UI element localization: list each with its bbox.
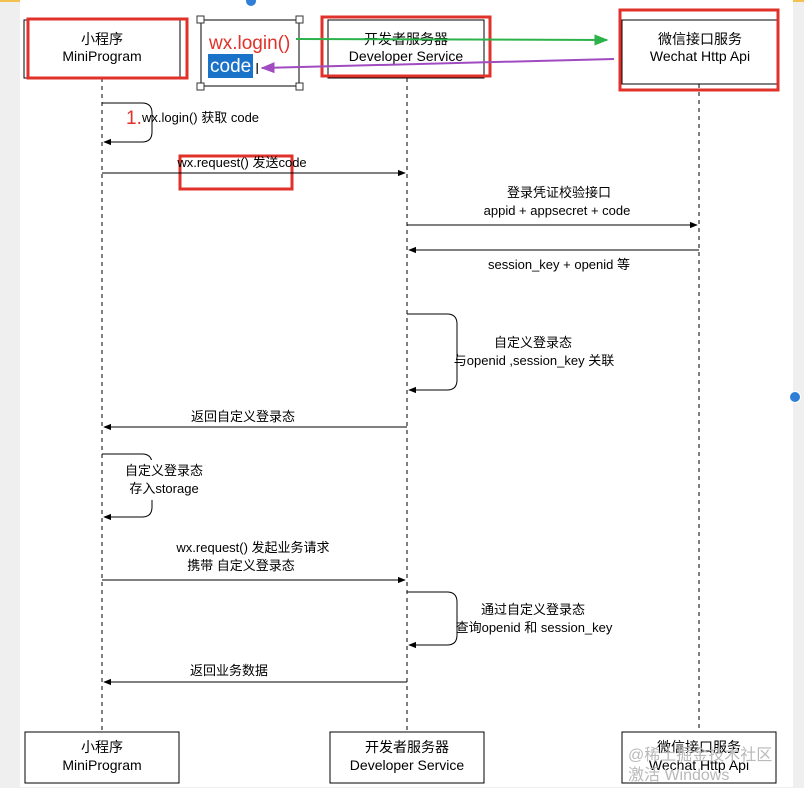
text-selection-highlight [208,54,253,78]
self-message-custom-session [407,313,458,394]
message-label: session_key + openid 等 [488,257,630,272]
participant-subtitle: MiniProgram [62,757,141,773]
activate-windows-text: 激活 Windows [628,767,730,784]
participant-subtitle: Developer Service [349,48,464,64]
message-label: 自定义登录态 [494,335,572,350]
participant-name: 小程序 [81,739,123,755]
callout-login-code[interactable]: wx.login() code I [196,15,304,91]
message-label: 登录凭证校验接口 [507,185,611,200]
selection-handle[interactable] [196,82,205,91]
watermark-overlay: @稀土掘金技术社区 激活 Windows [628,746,804,788]
participant-top-developer-service[interactable]: 开发者服务器 Developer Service [327,19,485,79]
participant-top-wechat-api[interactable]: 微信接口服务 Wechat Http Api [621,19,779,85]
message-label: 查询openid 和 session_key [456,620,613,635]
participant-name: 小程序 [81,31,123,47]
message-label: 通过自定义登录态 [481,602,585,617]
selection-handle[interactable] [295,15,304,24]
step-number: 1. [126,108,142,129]
message-label: 存入storage [129,481,198,496]
arrow-wechat-to-code [260,58,615,74]
label-background [118,460,212,500]
message-label: 与openid ,session_key 关联 [454,353,614,368]
callout-code-text: code [210,56,251,77]
text-cursor-icon: I [255,61,259,78]
message-label: appid + appsecret + code [484,203,631,218]
message-label: 自定义登录态 [125,463,203,478]
message-label: wx.login() 获取 code [141,110,259,125]
self-message-get-code [102,102,153,146]
selection-handle[interactable] [196,15,205,24]
participant-subtitle: Wechat Http Api [650,48,750,64]
participant-subtitle: MiniProgram [62,48,141,64]
message-label: 返回自定义登录态 [191,409,295,424]
participant-name: 开发者服务器 [365,739,449,755]
participant-subtitle: Developer Service [350,757,465,773]
message-label: wx.request() 发送code [176,155,306,170]
selection-handle[interactable] [295,82,304,91]
participant-top-miniprogram[interactable]: 小程序 MiniProgram [23,19,181,79]
participant-name: 微信接口服务 [657,739,741,755]
participant-bottom-miniprogram[interactable]: 小程序 MiniProgram [24,731,180,784]
participant-name: 微信接口服务 [658,31,742,47]
watermark-text: @稀土掘金技术社区 [628,747,773,764]
callout-login-text: wx.login() [208,33,290,54]
participant-bottom-wechat-api[interactable]: 微信接口服务 Wechat Http Api [621,731,777,784]
participant-bottom-developer-service[interactable]: 开发者服务器 Developer Service [329,731,485,784]
resize-handle-right[interactable] [789,391,801,403]
participant-subtitle: Wechat Http Api [649,757,749,773]
highlight-box-developer-service [320,15,492,78]
highlight-box-wechat-api [618,8,780,92]
message-label: 返回业务数据 [190,663,268,678]
message-label: wx.request() 发起业务请求 [175,540,329,555]
highlight-box-miniprogram [26,17,189,80]
self-message-query-session [407,591,458,649]
message-label: 携带 自定义登录态 [187,558,295,573]
arrow-login-to-wechat [295,34,609,46]
